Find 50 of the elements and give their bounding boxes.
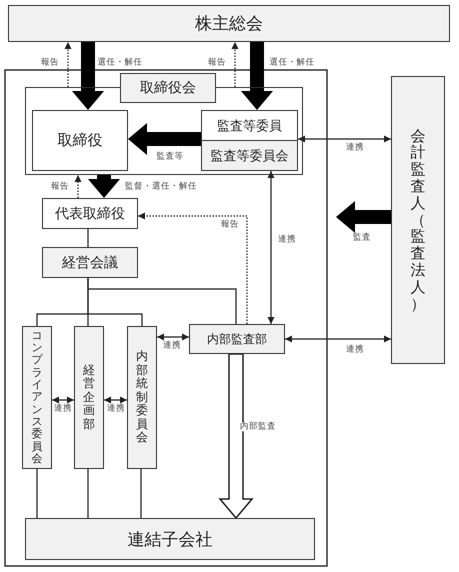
block-arrow <box>72 42 104 110</box>
edge-label: 報告 <box>220 220 240 230</box>
org-box: 経営会議 <box>42 247 138 278</box>
connector-line <box>87 229 89 247</box>
org-box: 内部監査部 <box>189 324 285 354</box>
subsidiaries-box: 連結子会社 <box>25 518 315 560</box>
edge-label: 連携 <box>106 404 126 414</box>
box-section: 監査等委員会 <box>202 140 297 170</box>
org-box: 取締役 <box>32 110 128 171</box>
edge-label: 報告 <box>40 58 60 68</box>
connector-line <box>36 469 38 518</box>
arrow <box>64 42 72 87</box>
committee-box: 内部統制委員会 <box>127 326 157 469</box>
auditor-box: 会計監査人（監査法人） <box>391 76 445 364</box>
edge-label: 監督・選任・解任 <box>124 182 198 192</box>
block-arrow <box>336 201 391 233</box>
department-box: 経営企画部 <box>74 326 104 469</box>
edge-label: 連携 <box>162 341 182 351</box>
edge-label: 監査 <box>352 233 372 243</box>
meeting-box: 株主総会 <box>8 5 450 42</box>
arrow <box>74 175 82 198</box>
connector-line <box>140 469 142 518</box>
block-arrow <box>241 42 273 110</box>
arrow <box>298 136 391 142</box>
arrow <box>232 42 238 87</box>
edge-label: 監査等 <box>156 152 184 162</box>
split-box <box>201 110 298 171</box>
edge-label: 連携 <box>53 404 73 414</box>
arrow <box>138 212 248 324</box>
edge-label: 選任・解任 <box>268 58 316 68</box>
arrow <box>285 336 391 342</box>
block-arrow <box>218 353 254 520</box>
edge-label: 連携 <box>345 345 365 355</box>
arrow <box>104 396 127 404</box>
edge-label: 内部監査 <box>239 422 277 432</box>
heading-box: 取締役会 <box>120 73 216 103</box>
edge-label: 連携 <box>345 143 365 153</box>
edge-label: 選任・解任 <box>96 58 144 68</box>
org-box: 代表取締役 <box>42 198 138 229</box>
committee-box: コンプライアンス委員会 <box>22 326 52 469</box>
connector-line <box>87 469 89 518</box>
block-arrow <box>128 123 201 155</box>
edge-label: 報告 <box>50 182 70 192</box>
edge-label: 報告 <box>207 58 227 68</box>
arrow <box>52 396 74 404</box>
block-arrow <box>88 175 120 198</box>
arrow <box>268 171 274 324</box>
edge-label: 連携 <box>277 235 297 245</box>
arrow <box>157 334 189 340</box>
connector-line <box>87 278 237 324</box>
